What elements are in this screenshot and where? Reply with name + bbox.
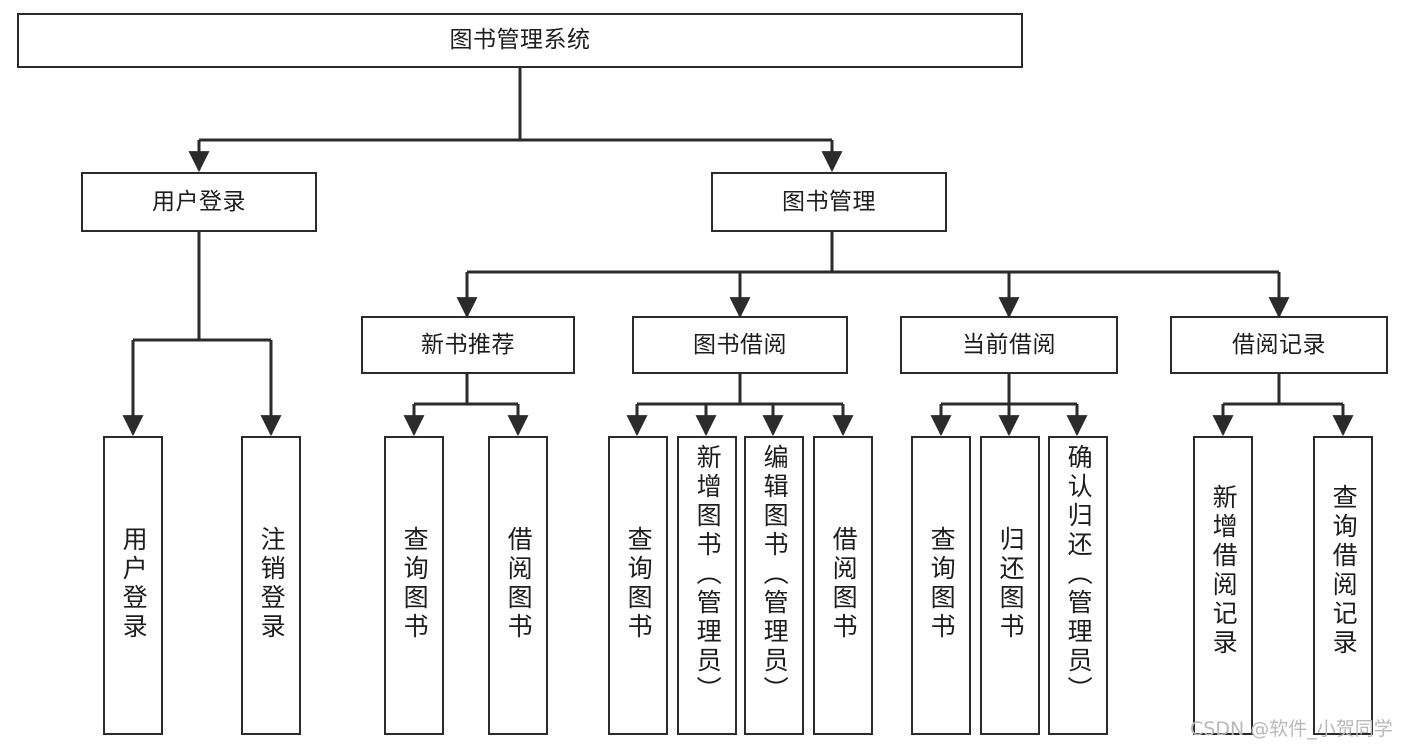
leaf-user-login-2[interactable]: 注销登录 (241, 436, 301, 735)
leaf-new-book-1[interactable]: 查询图书 (384, 436, 444, 735)
node-user-login-label: 用户登录 (152, 188, 246, 215)
leaf-current-borrow-3-label: 确认归还（管理员） (1064, 444, 1094, 705)
leaf-book-borrow-2-label: 新增图书（管理员） (693, 444, 723, 705)
leaf-book-borrow-1-label: 查询图书 (624, 526, 654, 642)
node-book-manage[interactable]: 图书管理 (711, 172, 947, 232)
node-root-label: 图书管理系统 (449, 27, 591, 54)
leaf-book-borrow-1[interactable]: 查询图书 (608, 436, 668, 735)
leaf-book-borrow-2[interactable]: 新增图书（管理员） (677, 436, 737, 735)
node-borrow-record[interactable]: 借阅记录 (1170, 316, 1388, 374)
leaf-new-book-2-label: 借阅图书 (504, 526, 534, 642)
leaf-borrow-record-1-label: 新增借阅记录 (1209, 484, 1239, 658)
leaf-borrow-record-2-label: 查询借阅记录 (1329, 484, 1359, 658)
leaf-book-borrow-4[interactable]: 借阅图书 (813, 436, 873, 735)
leaf-user-login-1-label: 用户登录 (119, 526, 149, 642)
leaf-book-borrow-4-label: 借阅图书 (829, 526, 859, 642)
leaf-book-borrow-3[interactable]: 编辑图书（管理员） (744, 436, 804, 735)
leaf-user-login-2-label: 注销登录 (257, 526, 287, 642)
leaf-new-book-1-label: 查询图书 (400, 526, 430, 642)
leaf-current-borrow-2-label: 归还图书 (996, 526, 1026, 642)
csdn-watermark: CSDN @软件_小贺同学 (1190, 718, 1393, 740)
leaf-current-borrow-1-label: 查询图书 (927, 526, 957, 642)
node-current-borrow-label: 当前借阅 (962, 331, 1056, 358)
node-borrow-record-label: 借阅记录 (1232, 331, 1326, 358)
leaf-borrow-record-2[interactable]: 查询借阅记录 (1313, 436, 1373, 735)
node-book-manage-label: 图书管理 (782, 188, 876, 215)
node-new-book-recommend-label: 新书推荐 (421, 331, 515, 358)
leaf-current-borrow-3[interactable]: 确认归还（管理员） (1048, 436, 1108, 735)
node-user-login[interactable]: 用户登录 (81, 172, 317, 232)
node-current-borrow[interactable]: 当前借阅 (900, 316, 1118, 374)
leaf-current-borrow-2[interactable]: 归还图书 (980, 436, 1040, 735)
node-book-borrow[interactable]: 图书借阅 (632, 316, 848, 374)
leaf-new-book-2[interactable]: 借阅图书 (488, 436, 548, 735)
node-book-borrow-label: 图书借阅 (693, 331, 787, 358)
leaf-book-borrow-3-label: 编辑图书（管理员） (760, 444, 790, 705)
leaf-user-login-1[interactable]: 用户登录 (103, 436, 163, 735)
node-root[interactable]: 图书管理系统 (17, 13, 1023, 68)
leaf-borrow-record-1[interactable]: 新增借阅记录 (1193, 436, 1253, 735)
node-new-book-recommend[interactable]: 新书推荐 (361, 316, 575, 374)
leaf-current-borrow-1[interactable]: 查询图书 (911, 436, 971, 735)
